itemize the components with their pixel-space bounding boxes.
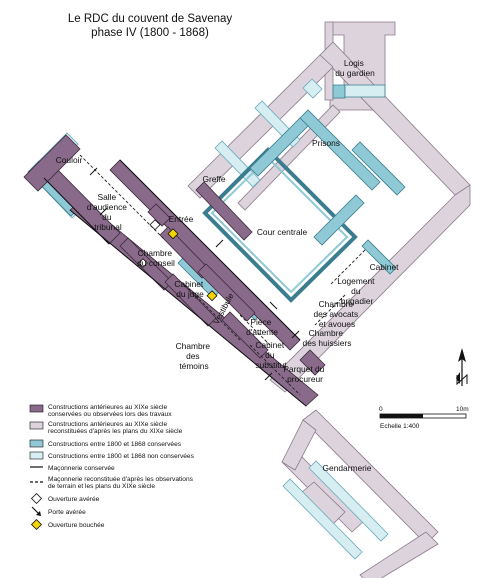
diamond-icon (30, 492, 43, 505)
room-cour-centrale: Cour centrale (257, 227, 308, 237)
conserved-old-walls (23, 134, 326, 407)
room-chambre-temoins: Chambre des témoins (176, 341, 213, 371)
opening-diamond-icon (138, 258, 148, 268)
blue-swatch-icon (29, 439, 44, 448)
yellow-diamond-icon (30, 518, 43, 531)
legend-item-9: Ouverture bouchée (48, 522, 105, 529)
blocked-opening-icon (206, 290, 218, 302)
legend-item-6: Maçonnerie reconstituée d'après les obse… (48, 476, 195, 490)
legend-item-2: Constructions antérieures au XIXe siècle… (48, 421, 183, 435)
reconstituted-old-walls (187, 21, 471, 578)
room-entree: Entrée (169, 214, 194, 224)
blocked-opening-icon (167, 228, 179, 240)
conserved-masonry (43, 159, 307, 407)
openings (89, 167, 300, 381)
legend-item-1: Constructions antérieures au XIXe siècle… (48, 404, 172, 418)
scale-label: Echelle 1:400 (380, 423, 420, 430)
plan-title-line-2: phase IV (1800 - 1868) (91, 27, 209, 39)
room-logis: Logis du gardien (335, 58, 375, 78)
room-gendarmerie: Gendarmerie (323, 463, 372, 473)
arrow-icon (31, 506, 41, 516)
room-chambre-huissiers: Chambre des huissiers (303, 328, 352, 348)
scale-zero: 0 (379, 406, 383, 413)
plan-title-line-1: Le RDC du couvent de Savenay (67, 13, 233, 25)
legend-item-8: Porte avérée (48, 509, 86, 516)
purple-swatch-icon (29, 404, 44, 413)
scale-max: 10m (456, 406, 469, 413)
scale-bar: 0 10m Echelle 1:400 (379, 406, 469, 430)
room-cabinet-juge: Cabinet du juge (174, 279, 205, 299)
room-piece-attente: Pièce d'attente (246, 317, 278, 337)
room-prisons: Prisons (312, 138, 340, 148)
light-purple-swatch-icon (29, 421, 44, 430)
legend: Constructions antérieures au XIXe siècle… (29, 404, 195, 531)
room-chambre-avocats: Chambre des avocats et avoues (313, 299, 360, 329)
room-logement-brigadier: Logement du brigadier (337, 276, 377, 306)
legend-item-3: Constructions entre 1800 et 1868 conserv… (48, 441, 182, 448)
light-blue-swatch-icon (29, 451, 44, 460)
opening-diamond-icon (149, 219, 161, 231)
room-salle-audience: Salle d'audience du tribunal (87, 192, 130, 232)
room-parquet-procureur: Parquet du procureur (283, 364, 326, 384)
room-couloir: Couloir (56, 155, 83, 165)
room-labels: Logis du gardien Prisons Greffe Couloir … (56, 58, 399, 473)
legend-item-5: Maçonnerie conservée (48, 465, 115, 472)
room-greffe: Greffe (202, 174, 225, 184)
room-chambre-conseil: Chambre du conseil (137, 248, 175, 268)
room-cabinet-substitut: Cabinet du substitut (255, 340, 287, 370)
north-arrow-icon (456, 348, 468, 386)
room-cabinet: Cabinet (370, 262, 400, 272)
legend-item-7: Ouverture avérée (48, 496, 100, 503)
legend-item-4: Constructions entre 1800 et 1868 non con… (48, 453, 195, 460)
